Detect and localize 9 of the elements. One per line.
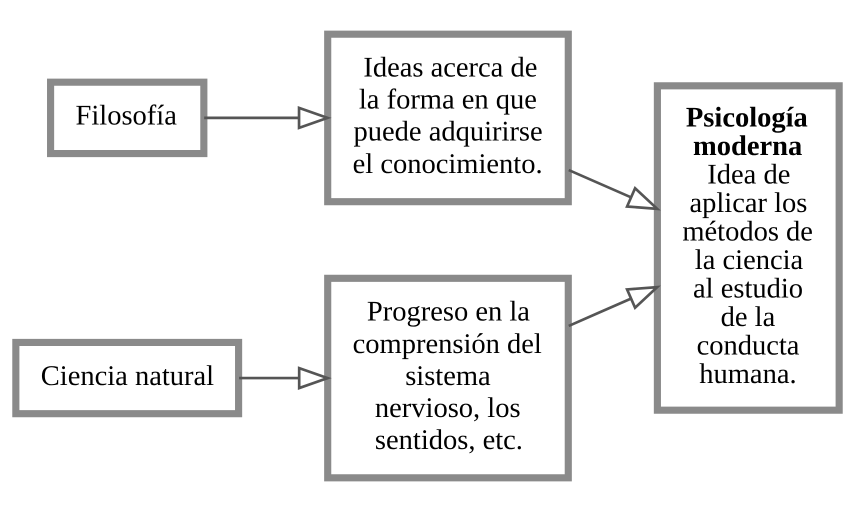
- node-box: Psicología moderna Idea de aplicar los métodos de la ciencia al estudio de la conducta humana.: [654, 82, 843, 414]
- node-box: Filosofía: [47, 78, 208, 158]
- node-box: Progreso en la comprensión del sistema nervioso, los sentidos, etc.: [324, 274, 572, 482]
- node-box: Ciencia natural: [12, 338, 242, 418]
- arrow: [204, 106, 332, 130]
- node-box: Ideas acerca de la forma en que puede adquirirse el conocimiento.: [324, 30, 572, 206]
- arrow: [239, 366, 332, 390]
- arrow: [568, 286, 661, 328]
- arrow: [568, 168, 661, 210]
